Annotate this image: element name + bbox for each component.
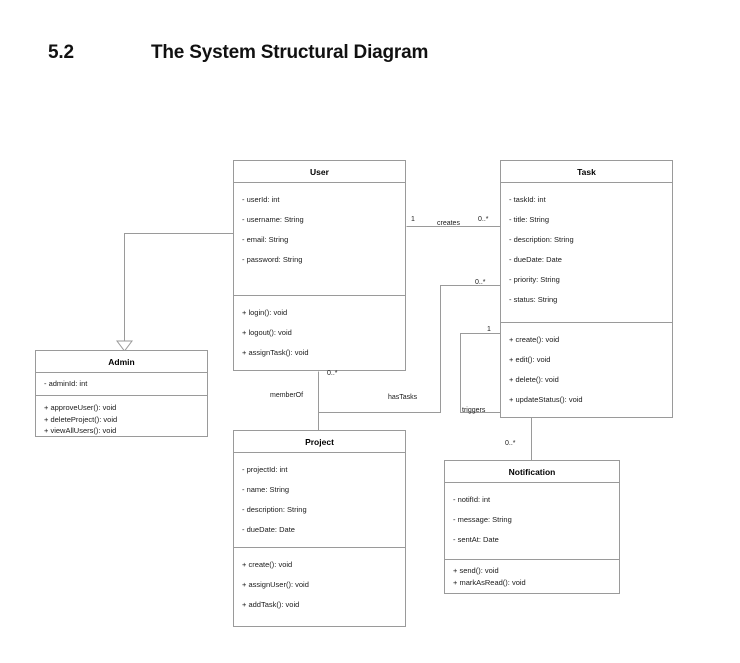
multiplicity-creates-target: 0..* — [478, 216, 489, 223]
class-member: - dueDate: Date — [242, 525, 295, 534]
class-member: - password: String — [242, 255, 303, 264]
class-name-task: Task — [501, 161, 672, 183]
class-member: - name: String — [242, 485, 290, 494]
class-member: + create(): void — [509, 335, 560, 344]
class-member: - username: String — [242, 215, 304, 224]
edge-label-triggers: triggers — [462, 407, 486, 414]
class-attributes-admin: - adminId: int — [36, 373, 207, 396]
class-name-project: Project — [234, 431, 405, 453]
edge-label-hastasks: hasTasks — [388, 394, 418, 401]
class-methods-task: + create(): void + edit(): void + delete… — [501, 323, 672, 417]
class-box-admin[interactable]: Admin - adminId: int + approveUser(): vo… — [35, 350, 208, 437]
class-member: - priority: String — [509, 275, 560, 284]
class-member: - projectId: int — [242, 465, 288, 474]
class-member: + assignUser(): void — [242, 580, 309, 589]
class-member: + addTask(): void — [242, 600, 300, 609]
class-member: + send(): void — [453, 566, 499, 575]
class-member: - description: String — [509, 235, 574, 244]
class-member: + delete(): void — [509, 375, 559, 384]
class-member: + login(): void — [242, 308, 288, 317]
class-member: - adminId: int — [44, 379, 88, 388]
multiplicity-hastasks-target: 0..* — [475, 279, 486, 286]
class-box-user[interactable]: User - userId: int - username: String - … — [233, 160, 406, 371]
class-member: + logout(): void — [242, 328, 292, 337]
heading-title: The System Structural Diagram — [151, 42, 429, 63]
class-box-project[interactable]: Project - projectId: int - name: String … — [233, 430, 406, 627]
class-member: - title: String — [509, 215, 550, 224]
class-member: - taskId: int — [509, 195, 546, 204]
class-member: - status: String — [509, 295, 558, 304]
multiplicity-triggers-source: 1 — [487, 326, 491, 333]
class-member: + approveUser(): void — [44, 403, 117, 412]
multiplicity-triggers-target: 0..* — [505, 440, 516, 447]
class-methods-user: + login(): void + logout(): void + assig… — [234, 296, 405, 370]
class-attributes-project: - projectId: int - name: String - descri… — [234, 453, 405, 548]
class-member: - userId: int — [242, 195, 280, 204]
class-methods-notification: + send(): void + markAsRead(): void — [445, 560, 619, 593]
class-member: + assignTask(): void — [242, 348, 309, 357]
class-member: - sentAt: Date — [453, 535, 499, 544]
class-methods-project: + create(): void + assignUser(): void + … — [234, 548, 405, 626]
class-box-task[interactable]: Task - taskId: int - title: String - des… — [500, 160, 673, 418]
class-attributes-user: - userId: int - username: String - email… — [234, 183, 405, 296]
heading-section-number: 5.2 — [48, 42, 74, 63]
class-member: + updateStatus(): void — [509, 395, 583, 404]
class-attributes-task: - taskId: int - title: String - descript… — [501, 183, 672, 323]
class-name-user: User — [234, 161, 405, 183]
class-box-notification[interactable]: Notification - notifId: int - message: S… — [444, 460, 620, 594]
edge-label-memberof: memberOf — [270, 392, 304, 399]
class-member: - email: String — [242, 235, 289, 244]
class-member: - message: String — [453, 515, 512, 524]
connector-admin-generalization — [124, 233, 234, 342]
class-member: + create(): void — [242, 560, 293, 569]
class-name-admin: Admin — [36, 351, 207, 373]
class-member: + viewAllUsers(): void — [44, 426, 117, 435]
multiplicity-memberof-source: 0..* — [327, 370, 338, 377]
class-member: - notifId: int — [453, 495, 491, 504]
page-heading: 5.2 The System Structural Diagram — [48, 42, 428, 64]
class-name-notification: Notification — [445, 461, 619, 483]
class-member: + deleteProject(): void — [44, 414, 118, 424]
class-methods-admin: + approveUser(): void + deleteProject():… — [36, 396, 207, 443]
class-member: + markAsRead(): void — [453, 577, 526, 587]
class-attributes-notification: - notifId: int - message: String - sentA… — [445, 483, 619, 560]
class-member: + edit(): void — [509, 355, 551, 364]
edge-label-creates: creates — [437, 220, 460, 227]
class-member: - description: String — [242, 505, 307, 514]
class-member: - dueDate: Date — [509, 255, 562, 264]
multiplicity-creates-source: 1 — [411, 216, 415, 223]
